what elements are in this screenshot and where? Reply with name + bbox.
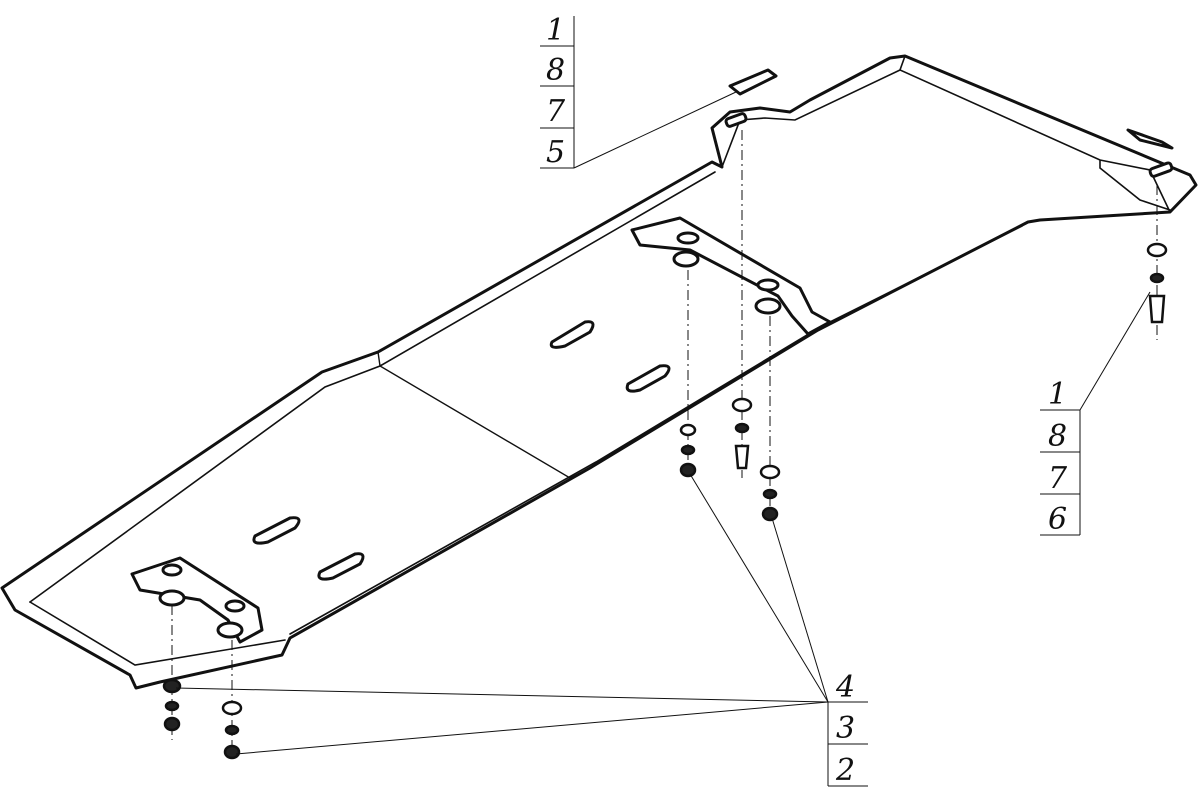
section-joint-line — [377, 351, 591, 479]
slot-4 — [317, 552, 365, 581]
clamp-plate-right — [1126, 128, 1174, 150]
callout-top-item-4: 5 — [546, 135, 565, 170]
lockwasher-f1 — [164, 700, 180, 712]
front-bracket-hole-1 — [161, 563, 183, 577]
front-bracket-hole-3 — [158, 589, 186, 607]
clamp-plates — [728, 68, 1174, 150]
front-bracket — [130, 556, 264, 644]
bolt-r1 — [1148, 294, 1166, 324]
callout-bottom-item-1: 4 — [835, 670, 855, 705]
callout-bottom-item-2: 3 — [836, 711, 855, 746]
callout-stack-bottom: 4 3 2 — [827, 670, 868, 788]
washer-m2 — [731, 397, 753, 413]
slot-3 — [252, 516, 301, 545]
washer-m3 — [759, 464, 781, 480]
fasteners — [162, 242, 1168, 760]
callout-stack-right: 1 8 7 6 — [1040, 377, 1081, 537]
leader-right — [1079, 291, 1151, 411]
nut-f2 — [223, 744, 241, 760]
front-edge — [1, 587, 286, 666]
leader-bottom-2 — [771, 517, 829, 703]
leader-bottom-3 — [175, 687, 829, 703]
callout-right-item-3: 7 — [1048, 461, 1068, 496]
callout-right-item-4: 6 — [1048, 502, 1067, 537]
middle-bracket-hole-3 — [672, 250, 700, 268]
nut-m3 — [761, 506, 779, 522]
front-bracket-hole-4 — [216, 621, 244, 639]
callout-stack-top: 1 8 7 5 — [540, 13, 575, 170]
washer-m1 — [679, 423, 697, 437]
middle-bracket-body — [630, 216, 832, 336]
leader-bottom-1 — [689, 473, 829, 703]
lockwasher-f2 — [224, 724, 240, 736]
plate-slots — [252, 112, 1174, 581]
fold-lines — [1, 55, 1171, 666]
rear-edge — [898, 55, 1171, 213]
slot-top-2 — [1148, 161, 1174, 178]
nut-m1 — [679, 462, 697, 478]
axis-lines — [171, 130, 1158, 760]
callout-top-item-2: 8 — [546, 53, 565, 88]
front-bracket-hole-2 — [224, 599, 246, 613]
leader-bottom-4 — [235, 701, 829, 755]
middle-bracket-hole-4 — [754, 297, 782, 315]
leader-lines — [175, 91, 1151, 755]
callout-bottom-item-3: 2 — [835, 753, 855, 788]
fold-line-right-flange — [289, 225, 1023, 635]
lockwasher-r1 — [1149, 272, 1165, 284]
callout-top-item-1: 1 — [546, 13, 565, 48]
middle-bracket — [630, 216, 832, 336]
washer-f2 — [221, 700, 243, 716]
clamp-plate-top — [728, 68, 778, 96]
washer-r1 — [1146, 242, 1168, 258]
leader-top — [573, 91, 737, 169]
nut-f1 — [163, 716, 181, 732]
callout-right-item-2: 8 — [1048, 419, 1067, 454]
lockwasher-m1 — [680, 444, 696, 456]
skid-plate — [0, 54, 1198, 690]
top-bump-edge — [721, 69, 901, 168]
slot-1 — [549, 320, 595, 349]
callout-right-item-1: 1 — [1048, 377, 1067, 412]
slot-top-1 — [724, 112, 748, 128]
nut-f1-top — [162, 678, 182, 694]
bolt-m2 — [734, 444, 750, 470]
lockwasher-m3 — [762, 488, 778, 500]
lockwasher-m2 — [734, 422, 750, 434]
fold-line-left-flange — [29, 171, 716, 603]
callout-top-item-3: 7 — [546, 94, 566, 129]
middle-bracket-hole-2 — [756, 278, 780, 292]
front-bracket-body — [130, 556, 264, 644]
slot-2 — [625, 364, 671, 393]
skid-plate-outline — [0, 54, 1198, 690]
middle-bracket-hole-1 — [676, 231, 700, 245]
